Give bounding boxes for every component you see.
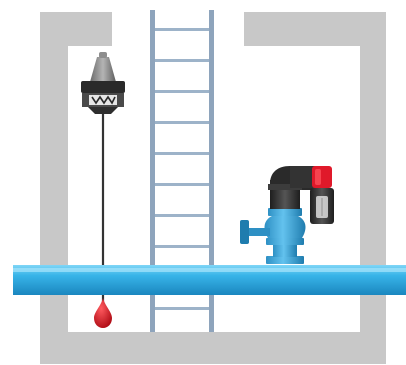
valve-handwheel — [240, 220, 249, 244]
chamber-walls — [40, 12, 386, 364]
ladder-rung — [155, 245, 209, 248]
sensor-cone-tip — [99, 52, 107, 58]
valve-top-flange — [268, 208, 302, 216]
valve-body — [264, 216, 306, 238]
float-switch-icon — [94, 298, 112, 328]
pipe-highlight — [13, 268, 406, 272]
horizontal-pipe — [13, 265, 406, 295]
valve-neck — [273, 244, 297, 257]
ladder-rung — [155, 121, 209, 124]
valve-side-stem — [248, 228, 270, 236]
ladder-rung — [155, 307, 209, 310]
chamber-floor — [40, 332, 386, 364]
sensor-collar — [81, 81, 125, 93]
sensor-display — [89, 95, 117, 105]
ladder-rung — [155, 183, 209, 186]
sensor-cone — [90, 57, 116, 82]
valve-base-flange — [266, 256, 304, 264]
sensor-display-glyph — [91, 95, 116, 105]
ladder-rung — [155, 214, 209, 217]
level-sensor — [81, 52, 125, 328]
access-ladder — [150, 10, 214, 332]
ladder-rung — [155, 28, 209, 31]
air-release-valve-icon — [240, 166, 334, 264]
red-cap-highlight — [315, 169, 321, 185]
ladder-rung — [155, 90, 209, 93]
sensor-base — [88, 107, 118, 114]
ladder-rung — [155, 59, 209, 62]
ladder-rung — [155, 152, 209, 155]
elbow-band — [268, 184, 302, 190]
ladder-rail-right — [209, 10, 214, 332]
level-sensor-icon — [81, 52, 125, 114]
valve-flange-mid — [266, 238, 304, 245]
elbow-horizontal — [290, 166, 316, 188]
ladder-rail-left — [150, 10, 155, 332]
